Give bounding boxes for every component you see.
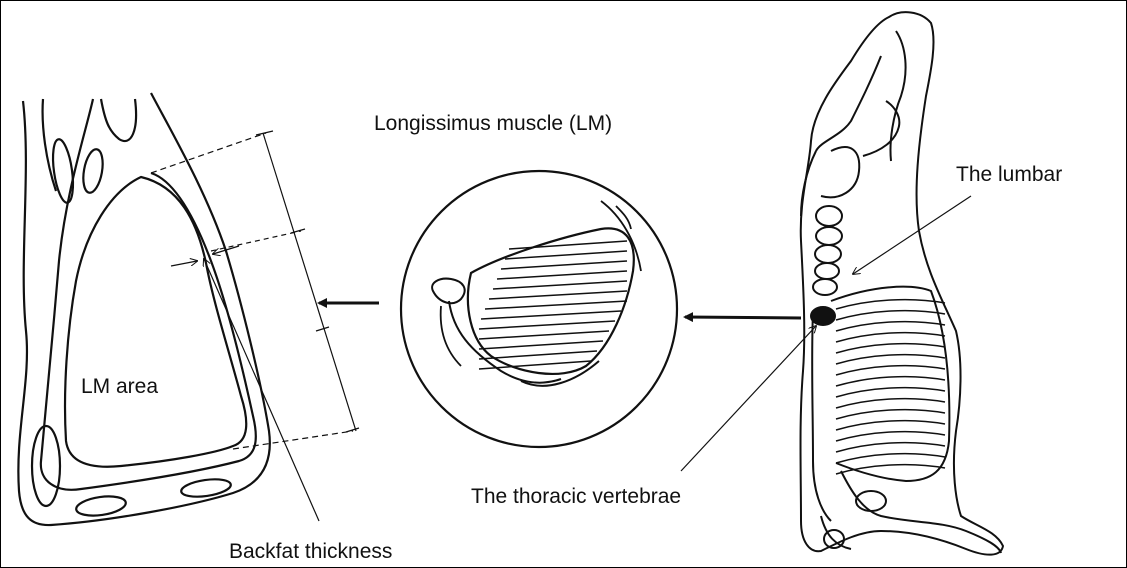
marked-vertebra bbox=[811, 307, 835, 325]
carcass-ribs bbox=[836, 300, 945, 474]
measurement-lines bbox=[151, 131, 359, 521]
island-1 bbox=[50, 138, 77, 204]
backfat-leader bbox=[204, 259, 319, 521]
label-lm-area: LM area bbox=[81, 376, 158, 397]
lm-area-outline bbox=[65, 177, 246, 467]
label-longissimus-muscle: Longissimus muscle (LM) bbox=[374, 113, 612, 134]
island-2 bbox=[80, 148, 105, 194]
thoracic-leader bbox=[681, 326, 816, 471]
lm-magnified-circle bbox=[401, 171, 677, 447]
arrow-carcass-to-center bbox=[685, 317, 801, 318]
lumbar-vertebrae bbox=[813, 206, 842, 295]
label-backfat-thickness: Backfat thickness bbox=[229, 541, 392, 562]
top-channel-right bbox=[101, 99, 136, 141]
lm-cross-section bbox=[18, 93, 269, 525]
label-lumbar: The lumbar bbox=[956, 164, 1062, 185]
carcass-side-view bbox=[801, 12, 1004, 554]
lm-muscle-body bbox=[468, 228, 634, 374]
island-4 bbox=[75, 494, 127, 519]
island-3 bbox=[32, 426, 60, 506]
label-thoracic-vertebrae: The thoracic vertebrae bbox=[471, 486, 681, 507]
cross-section-outline bbox=[18, 93, 269, 525]
lumbar-leader bbox=[853, 196, 971, 274]
lm-muscle-hatching bbox=[479, 241, 627, 369]
